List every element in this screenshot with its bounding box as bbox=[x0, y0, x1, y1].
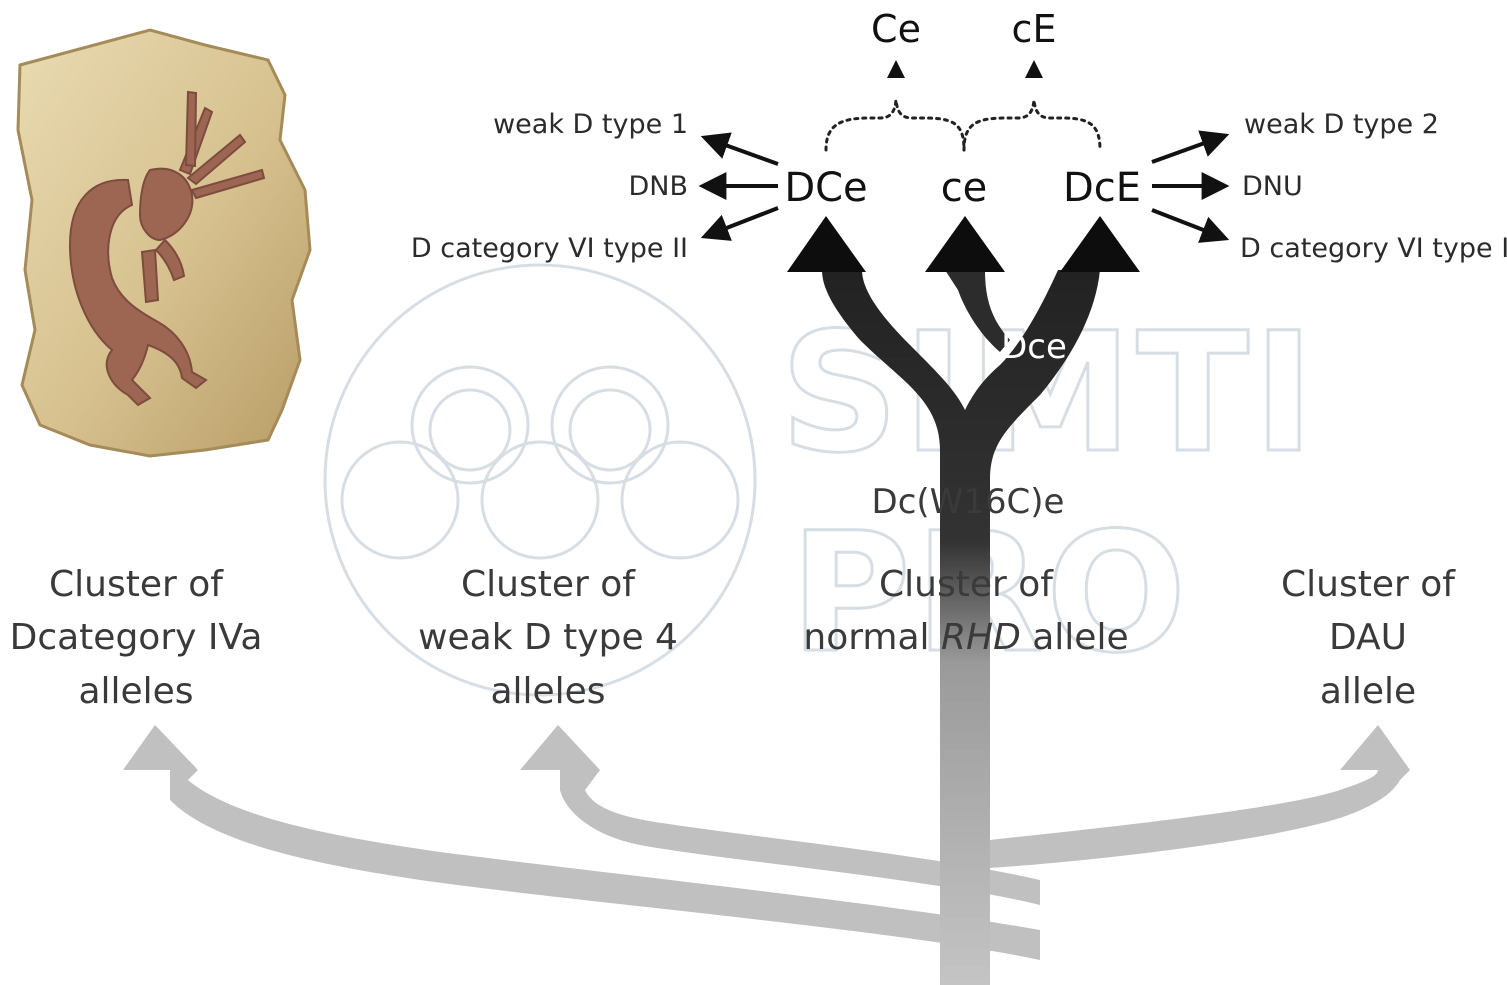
variant-weak-d-type-1: weak D type 1 bbox=[493, 109, 688, 140]
haplotype-arrowheads bbox=[787, 216, 1140, 272]
lower-branch-arrows bbox=[123, 725, 1410, 960]
cluster-line: alleles bbox=[78, 671, 193, 712]
cluster-line-normal-rhd: normal RHD allele bbox=[803, 617, 1128, 658]
haplotype-cE-label: cE bbox=[1012, 7, 1057, 51]
haplotype-Ce-label: Ce bbox=[871, 7, 921, 51]
dotted-arrowheads bbox=[887, 60, 1043, 78]
cluster-weak-d-type-4: Cluster of weak D type 4 alleles bbox=[418, 564, 678, 712]
haplotype-ce-label: ce bbox=[941, 165, 988, 211]
kokopelli-stone-image bbox=[18, 30, 310, 456]
intermediate-DcW16Ce-label: Dc(W16C)e bbox=[872, 482, 1065, 522]
variant-d-category-vi-type-i: D category VI type I bbox=[1240, 233, 1507, 264]
haplotype-DCe-label: DCe bbox=[784, 165, 867, 211]
haplotype-DcE-label: DcE bbox=[1063, 165, 1141, 211]
cluster-line: Cluster of bbox=[879, 564, 1054, 605]
cluster-line: weak D type 4 bbox=[418, 617, 678, 658]
cluster-line: DAU bbox=[1329, 617, 1407, 658]
cluster-line-part: allele bbox=[1021, 617, 1129, 658]
variant-weak-d-type-2: weak D type 2 bbox=[1244, 109, 1439, 140]
variant-d-category-vi-type-ii: D category VI type II bbox=[411, 233, 688, 264]
cluster-line-gene: RHD bbox=[941, 617, 1021, 658]
cluster-line-part: normal bbox=[803, 617, 941, 658]
left-variant-arrows bbox=[704, 138, 778, 236]
cluster-line: alleles bbox=[490, 671, 605, 712]
cluster-dau: Cluster of DAU allele bbox=[1281, 564, 1456, 712]
cluster-line: Cluster of bbox=[49, 564, 224, 605]
variant-dnu: DNU bbox=[1242, 171, 1303, 202]
right-variant-arrows bbox=[1152, 136, 1224, 238]
cluster-line: Dcategory IVa bbox=[10, 617, 263, 658]
cluster-dcategory-iva: Cluster of Dcategory IVa alleles bbox=[10, 564, 263, 712]
intermediate-Dce-label: Dce bbox=[1001, 327, 1067, 367]
cluster-line: Cluster of bbox=[461, 564, 636, 605]
cluster-line: Cluster of bbox=[1281, 564, 1456, 605]
cluster-line: allele bbox=[1320, 671, 1416, 712]
dotted-braces bbox=[826, 100, 1100, 150]
variant-dnb: DNB bbox=[628, 171, 688, 202]
